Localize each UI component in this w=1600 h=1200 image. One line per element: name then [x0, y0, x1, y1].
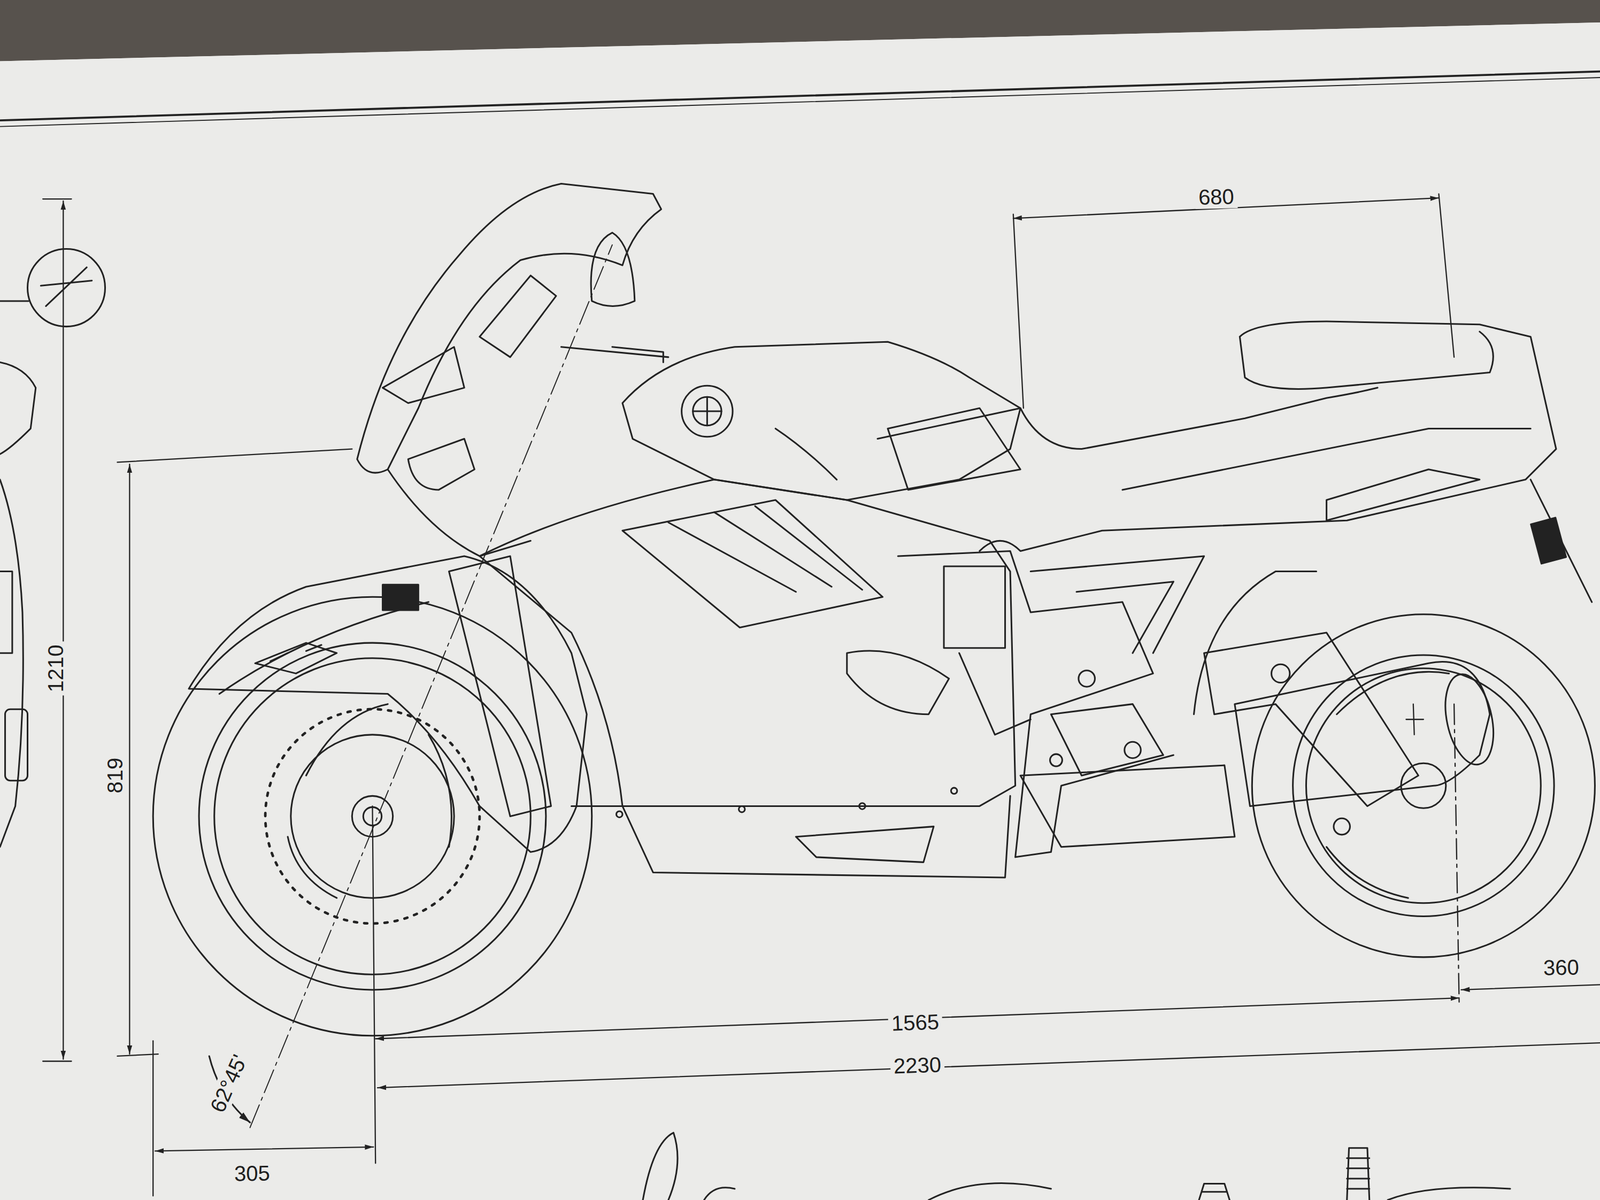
dimension-label: 680 [1195, 184, 1238, 210]
dimension-label: 305 [231, 1161, 274, 1186]
dimension-label: 360 [1540, 955, 1583, 980]
paper [0, 22, 1600, 1200]
dimension-label: 819 [103, 754, 128, 797]
dimension-label: 2230 [889, 1052, 945, 1078]
dimension-label: 1565 [887, 1009, 943, 1035]
dimension-label: 1210 [44, 641, 68, 696]
